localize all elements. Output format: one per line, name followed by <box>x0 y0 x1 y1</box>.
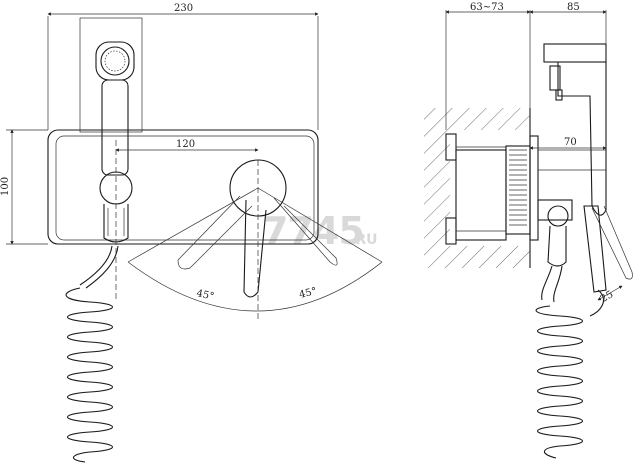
side-plate <box>529 135 539 241</box>
watermark: 7745 .RU <box>262 209 377 253</box>
angle-left: 45° <box>195 288 215 302</box>
side-view: 63~73 85 70 25 <box>424 2 633 459</box>
lever-left-position <box>177 195 253 270</box>
watermark-main: 7745 <box>262 209 364 253</box>
rotation-arc <box>127 261 383 312</box>
side-lever <box>583 205 607 293</box>
side-hose-coil <box>535 265 604 459</box>
dim-handset: 85 <box>567 2 580 13</box>
front-dimensions: 230 120 100 45° 45° <box>0 3 319 303</box>
inner-plate <box>55 135 315 241</box>
shower-head <box>95 41 135 176</box>
side-lever-rotated <box>591 205 633 280</box>
dim-height: 100 <box>0 177 11 196</box>
side-handset <box>543 43 607 216</box>
mixer-lever <box>243 199 267 298</box>
handset-panel <box>79 17 143 133</box>
dim-depth: 63~73 <box>470 2 504 13</box>
angle-right: 45° <box>298 286 318 301</box>
side-holder <box>537 199 573 267</box>
back-plate <box>47 129 319 245</box>
dim-width: 230 <box>174 3 193 14</box>
dim-spacing: 120 <box>176 139 195 150</box>
dim-outlet: 70 <box>564 137 577 148</box>
lever-right-position <box>273 197 338 266</box>
front-view: 230 120 100 45° 45° <box>0 3 383 463</box>
watermark-suffix: .RU <box>350 232 377 248</box>
hose-coil <box>65 245 119 463</box>
